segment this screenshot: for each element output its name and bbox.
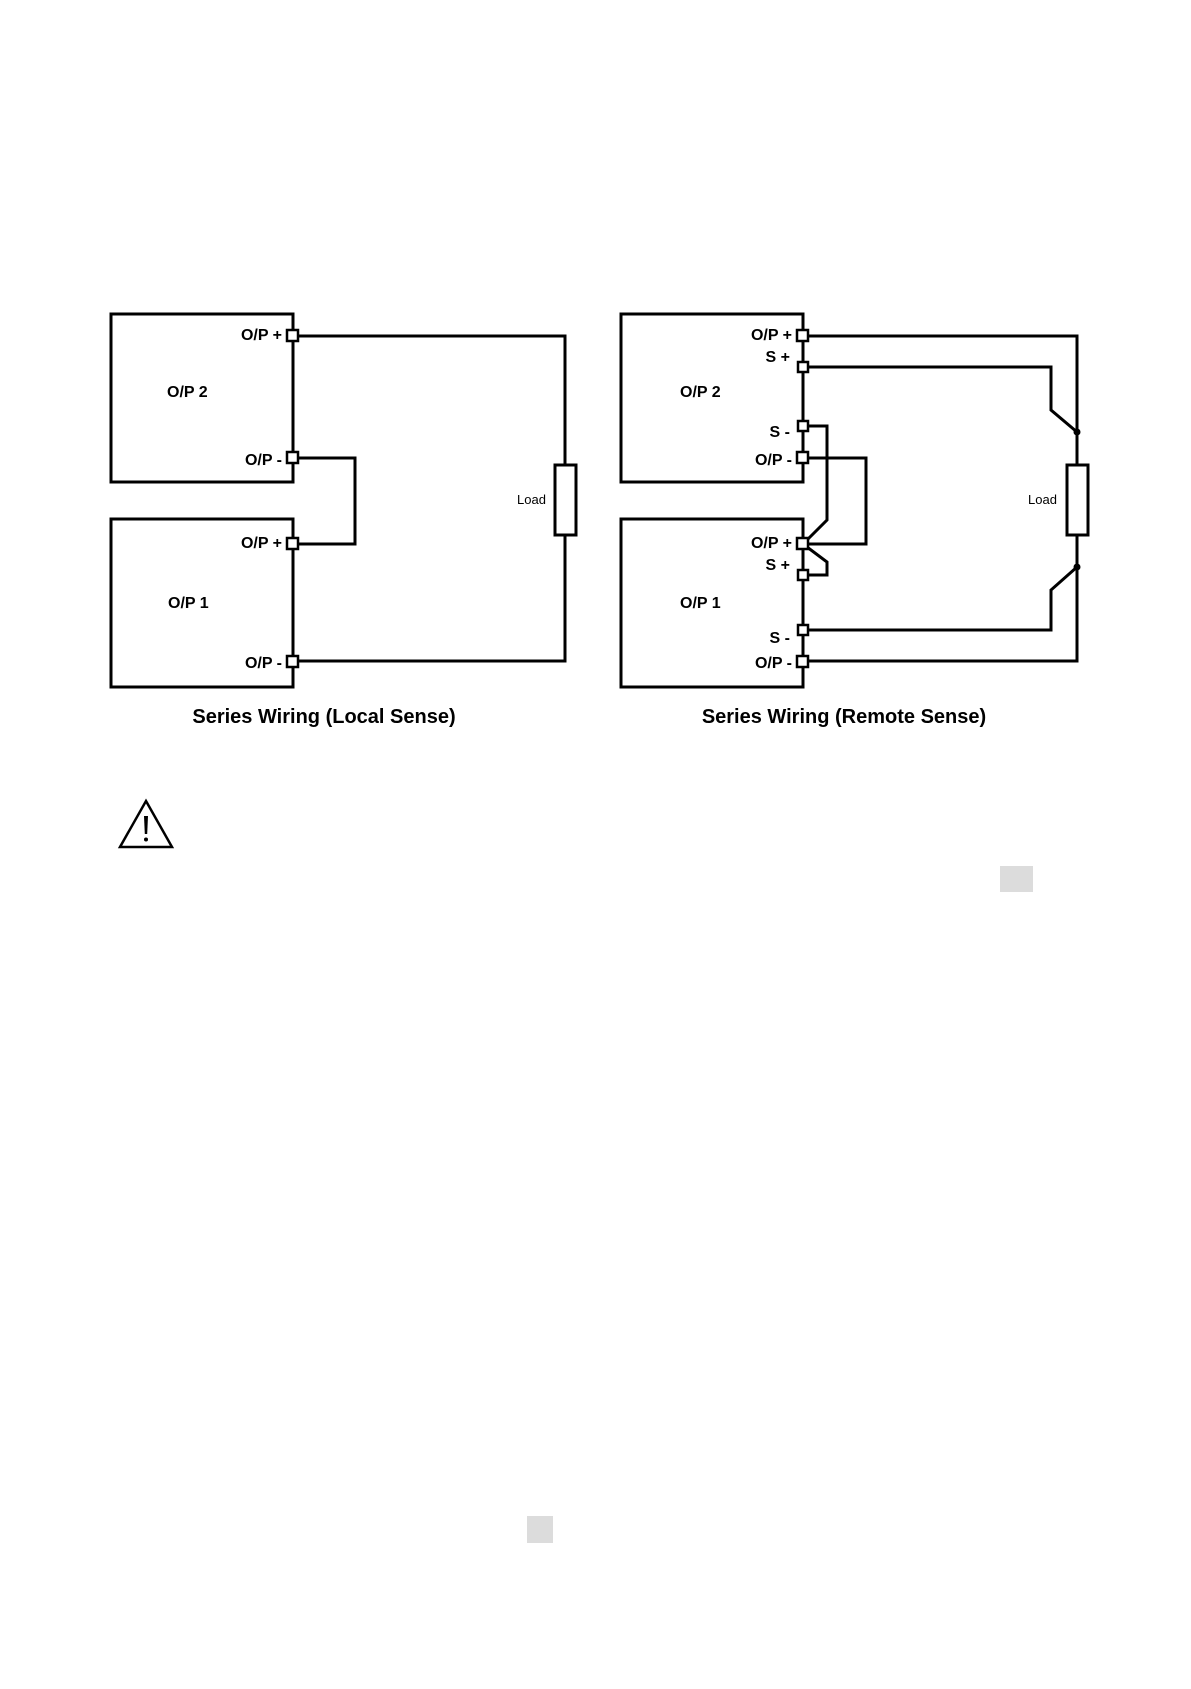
remote-unit-op2-label: O/P 2 (680, 384, 721, 401)
remote-sense-junction-top (1074, 429, 1081, 436)
remote-wire-series-link (803, 458, 866, 544)
remote-terminal-top-sense-neg (798, 421, 808, 431)
remote-sense-caption: Series Wiring (Remote Sense) (702, 706, 986, 728)
remote-terminal-top-pos (797, 330, 808, 341)
local-unit-op1-label: O/P 1 (168, 595, 209, 612)
local-wire-top-pos-to-load (293, 336, 565, 465)
local-wire-load-to-bottom-neg (293, 535, 565, 661)
remote-bottom-sense-pos-label: S + (766, 557, 790, 574)
local-bottom-neg-label: O/P - (245, 655, 282, 672)
remote-top-sense-neg-label: S - (770, 424, 790, 441)
grey-marker-right (1000, 866, 1033, 892)
remote-top-neg-label: O/P - (755, 452, 792, 469)
remote-load-resistor (1067, 465, 1088, 535)
remote-top-sense-pos-label: S + (766, 349, 790, 366)
remote-bottom-sense-neg-label: S - (770, 630, 790, 647)
remote-terminal-top-neg (797, 452, 808, 463)
local-wire-series-link (293, 458, 355, 544)
remote-load-label: Load (1028, 492, 1057, 507)
warning-triangle-icon (120, 801, 172, 847)
remote-sense-junction-bottom (1074, 564, 1081, 571)
remote-wire-top-sense-neg (803, 426, 827, 544)
remote-wire-top-sense-pos (803, 367, 1077, 432)
local-top-neg-label: O/P - (245, 452, 282, 469)
grey-marker-bottom (527, 1516, 553, 1543)
local-terminal-bottom-neg (287, 656, 298, 667)
remote-bottom-neg-label: O/P - (755, 655, 792, 672)
local-terminal-bottom-pos (287, 538, 298, 549)
local-sense-caption: Series Wiring (Local Sense) (192, 706, 455, 728)
remote-bottom-pos-label: O/P + (751, 535, 792, 552)
remote-top-pos-label: O/P + (751, 327, 792, 344)
remote-terminal-bottom-sense-neg (798, 625, 808, 635)
local-bottom-pos-label: O/P + (241, 535, 282, 552)
remote-wire-load-to-bottom-neg (803, 535, 1077, 661)
local-sense-diagram: Load O/P 2 O/P 1 O/P + O/P - O/P + O/P -… (111, 314, 576, 728)
local-load-resistor (555, 465, 576, 535)
local-unit-op2-label: O/P 2 (167, 384, 208, 401)
local-top-pos-label: O/P + (241, 327, 282, 344)
local-load-label: Load (517, 492, 546, 507)
remote-terminal-bottom-sense-pos (798, 570, 808, 580)
remote-unit-op1-label: O/P 1 (680, 595, 721, 612)
remote-wire-top-pos-to-load (803, 336, 1077, 465)
remote-sense-diagram: Load O/P 2 O/P 1 O/P + S + S - O/P - O/P… (621, 314, 1088, 728)
remote-wire-bottom-sense-neg (803, 567, 1077, 630)
remote-terminal-bottom-pos (797, 538, 808, 549)
remote-terminal-bottom-neg (797, 656, 808, 667)
local-terminal-top-pos (287, 330, 298, 341)
local-terminal-top-neg (287, 452, 298, 463)
remote-terminal-top-sense-pos (798, 362, 808, 372)
